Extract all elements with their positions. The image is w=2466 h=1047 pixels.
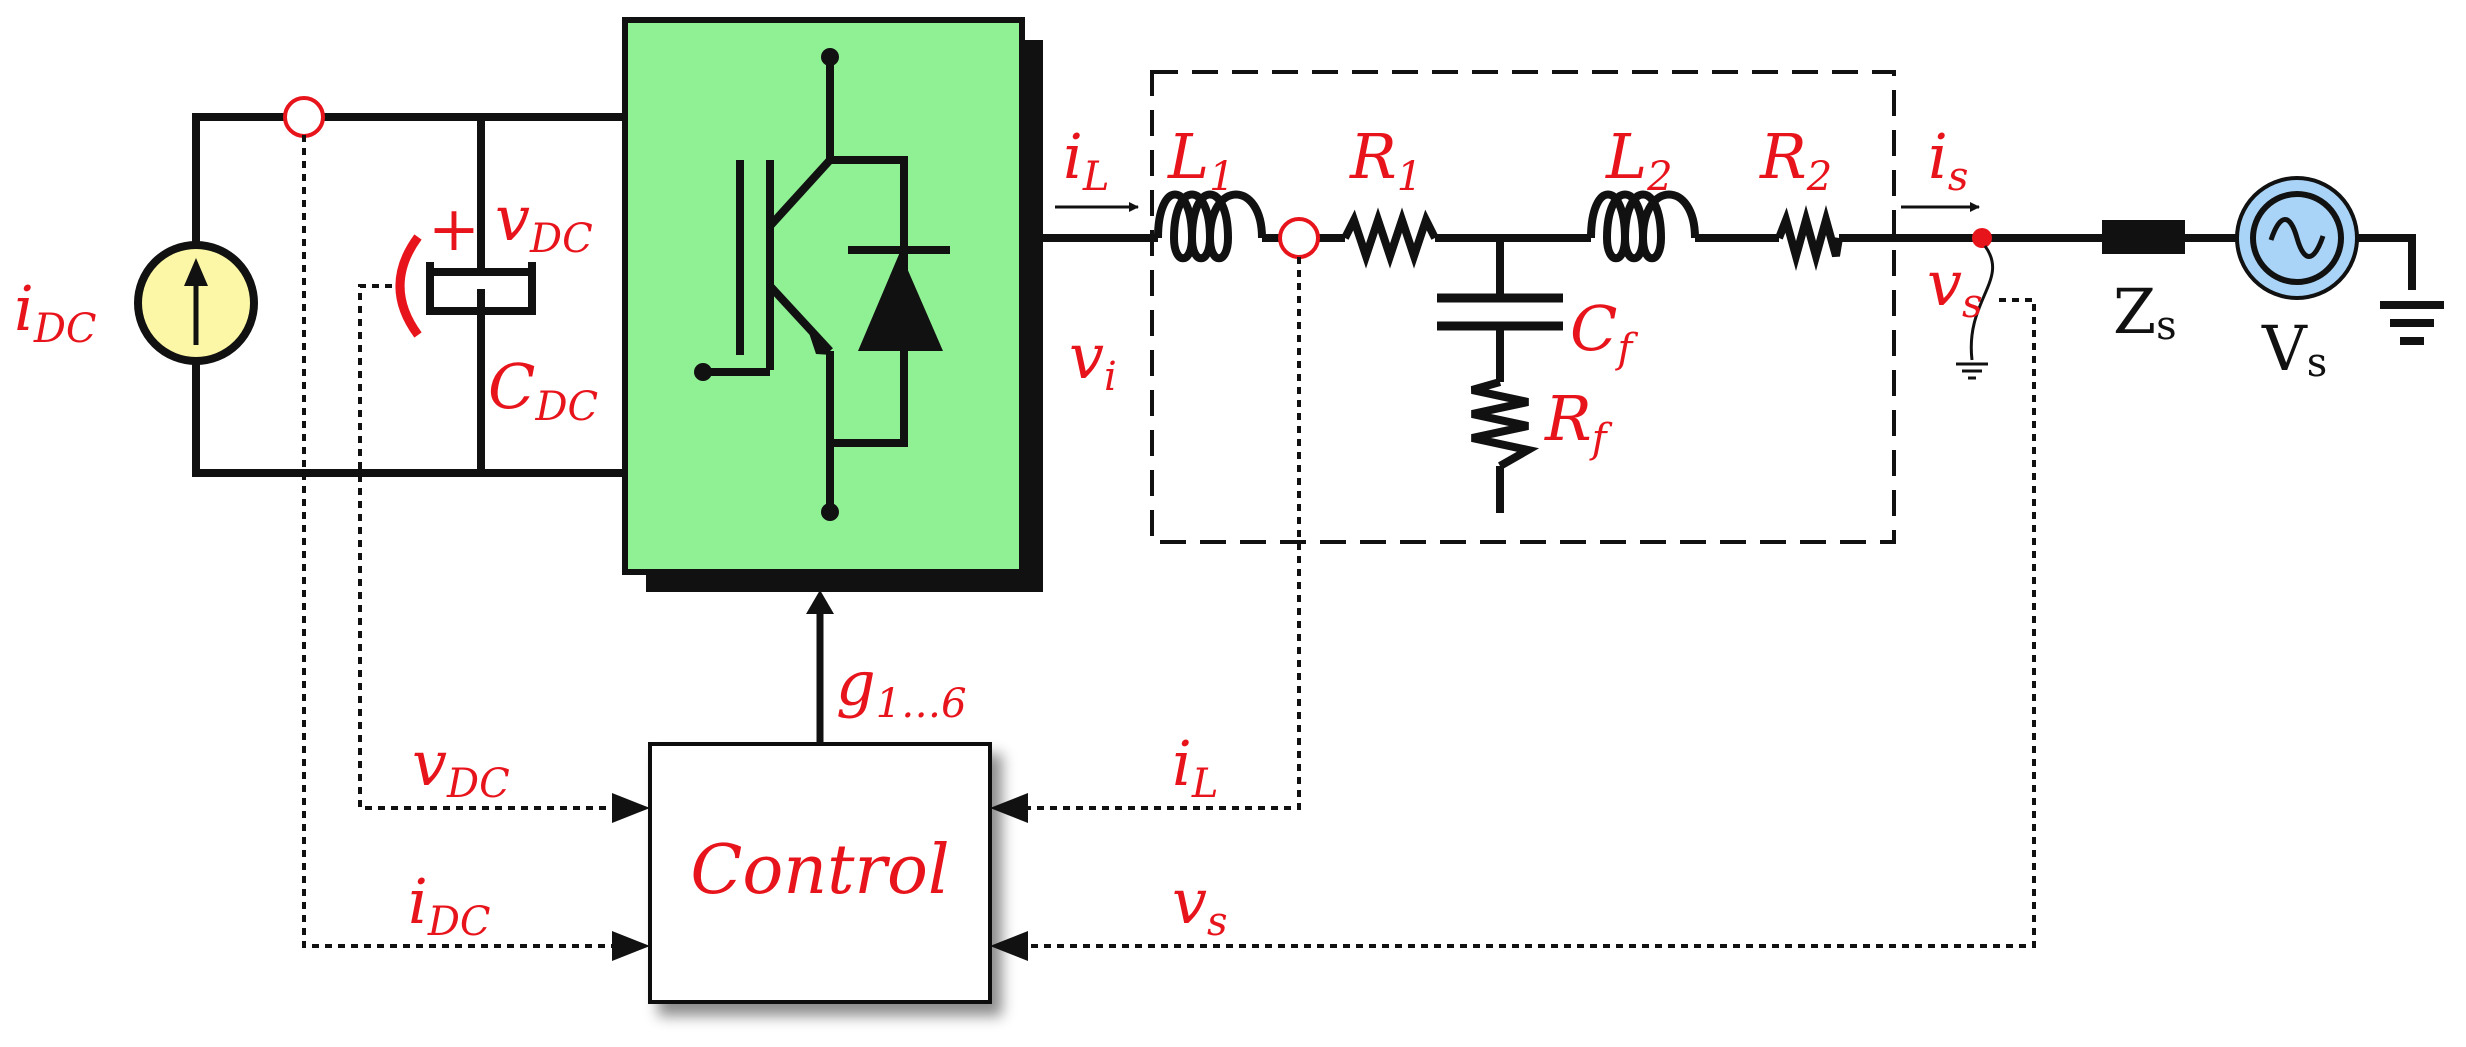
grid-voltage-source [2235,176,2359,300]
ground-icon [2380,301,2444,345]
label-v-i: vi [1069,320,1117,400]
filter-resistor-rf [1470,378,1540,470]
label-ctrl-i-dc: iDC [408,865,491,945]
inductor-l1 [1154,190,1266,262]
label-ctrl-i-l: iL [1172,727,1218,807]
label-i-l: iL [1063,120,1109,200]
grid-impedance-zs [2102,220,2185,254]
label-r2: R2 [1759,120,1832,200]
label-v-dc: vDC [495,182,593,262]
label-gate-signals: g1…6 [836,647,967,727]
dc-current-measure-point [283,96,325,138]
label-ctrl-v-s: vs [1172,865,1228,945]
inductor-l2 [1587,190,1699,262]
dc-current-source [134,241,258,365]
freewheeling-diode [858,252,943,351]
igbt-emitter-arrow [808,330,832,355]
label-i-dc-source: iDC [14,272,97,352]
gate-signal-arrowhead [806,590,834,614]
label-v-s-source: Vs [2261,312,2327,386]
voltage-probe [1956,245,1995,380]
dc-link-wires [192,113,629,477]
filter-capacitor-cf [1437,293,1563,331]
dc-minus-terminal [821,503,839,521]
feedback-arrowheads [612,793,1028,961]
control-block-label: Control [690,831,949,910]
resistor-r2 [1775,205,1843,271]
label-c-dc: CDC [488,350,598,430]
label-r1: R1 [1349,120,1422,200]
label-c-f: Cf [1570,292,1638,372]
capacitor-plus-sign: + [428,192,480,265]
gate-terminal [694,363,712,381]
feedback-signal-lines [302,135,2036,948]
label-ctrl-v-dc: vDC [412,727,510,807]
dc-plus-terminal [821,48,839,66]
resistor-r1 [1341,207,1439,269]
control-block [648,742,992,1004]
ac-output-wires [1043,234,2416,513]
inverter-block [622,17,1043,592]
label-v-s: vs [1927,247,1983,327]
label-r-f: Rf [1544,382,1613,462]
label-i-s: is [1928,120,1968,200]
grid-voltage-measure-point [1972,228,1992,248]
dc-link-capacitor [426,262,536,315]
capacitor-polarity-arc [395,234,422,338]
lcl-filter-boundary [1150,70,1896,544]
label-z-s: Zs [2113,275,2177,349]
inductor-current-measure-point [1278,217,1320,259]
label-l2: L2 [1605,120,1673,200]
label-l1: L1 [1167,120,1235,200]
